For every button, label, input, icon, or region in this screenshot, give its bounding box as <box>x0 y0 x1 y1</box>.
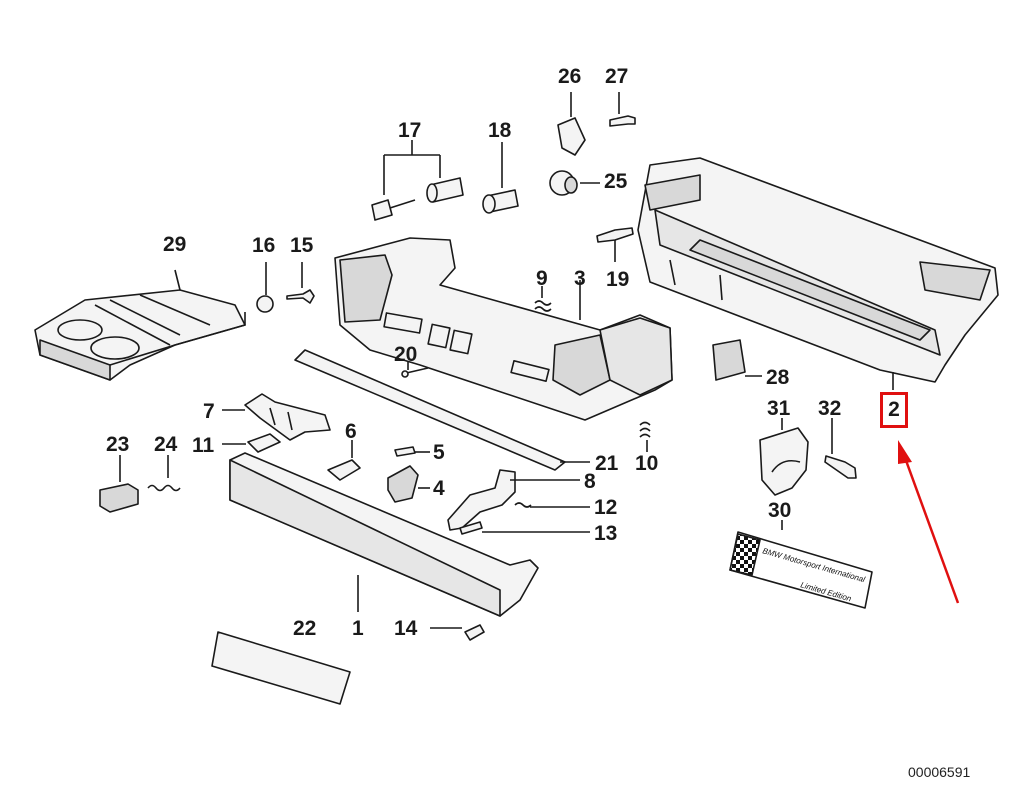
callout-17: 17 <box>398 119 422 142</box>
callout-29: 29 <box>163 233 187 256</box>
part-20-rod <box>401 362 429 378</box>
callout-24: 24 <box>154 433 178 456</box>
callout-7: 7 <box>203 400 215 423</box>
callout-11: 11 <box>192 434 215 457</box>
part-8-latch-arm <box>447 469 580 531</box>
callout-14: 14 <box>394 617 418 640</box>
callout-10: 10 <box>635 452 659 475</box>
callout-22: 22 <box>293 617 317 640</box>
part-24-spring <box>147 455 181 492</box>
part-10-spring <box>639 421 651 452</box>
part-3-housing <box>334 237 673 421</box>
red-arrow-icon <box>898 440 960 604</box>
callout-30: 30 <box>768 499 792 522</box>
callout-12: 12 <box>594 496 618 519</box>
part-26-latch-plate <box>557 92 586 156</box>
part-29-tray <box>34 269 246 381</box>
part-32-bolt <box>824 418 857 479</box>
callout-25: 25 <box>604 170 628 193</box>
callout-31: 31 <box>767 397 791 420</box>
part-18-cylinder <box>482 142 519 214</box>
callout-16: 16 <box>252 234 276 257</box>
callout-3: 3 <box>574 267 586 290</box>
callout-21: 21 <box>595 452 619 475</box>
part-22-plate <box>211 631 351 705</box>
part-31-bracket <box>759 418 809 496</box>
part-27-screw <box>609 92 636 127</box>
callout-23: 23 <box>106 433 130 456</box>
part-6-clip <box>327 440 361 481</box>
part-11-cap <box>222 433 281 453</box>
part-17-key-lock <box>371 140 464 221</box>
callout-13: 13 <box>594 522 618 545</box>
part-13-screw <box>459 521 590 535</box>
callout-1: 1 <box>352 617 364 640</box>
callout-27: 27 <box>605 65 629 88</box>
part-19-pin <box>596 227 634 262</box>
callout-2: 2 <box>888 398 900 421</box>
callout-6: 6 <box>345 420 357 443</box>
callout-32: 32 <box>818 397 842 420</box>
callout-19: 19 <box>606 268 630 291</box>
part-15-screw <box>286 262 315 304</box>
part-7-bracket <box>222 393 331 441</box>
callout-18: 18 <box>488 119 512 142</box>
callout-9: 9 <box>536 267 548 290</box>
part-25-bushing <box>549 170 600 196</box>
callout-8: 8 <box>584 470 596 493</box>
part-2-glovebox <box>637 157 999 390</box>
part-28-clip <box>712 339 762 381</box>
callout-5: 5 <box>433 441 445 464</box>
callout-28: 28 <box>766 366 790 389</box>
part-21-strip <box>294 349 590 471</box>
callout-26: 26 <box>558 65 582 88</box>
part-5-screw <box>394 446 430 457</box>
part-9-spring <box>534 286 552 312</box>
part-16-plug <box>256 262 274 313</box>
callout-20: 20 <box>394 343 418 366</box>
document-number: 00006591 <box>908 764 971 780</box>
part-30-plaque <box>729 520 873 609</box>
part-4-cover <box>387 465 430 503</box>
part-14-screw <box>430 624 485 641</box>
callout-2-highlight: 2 <box>880 392 908 428</box>
part-23-bumper <box>99 455 139 513</box>
callout-4: 4 <box>433 477 445 500</box>
part-1-lid <box>229 452 539 617</box>
callout-15: 15 <box>290 234 314 257</box>
part-12-spring <box>514 502 590 508</box>
